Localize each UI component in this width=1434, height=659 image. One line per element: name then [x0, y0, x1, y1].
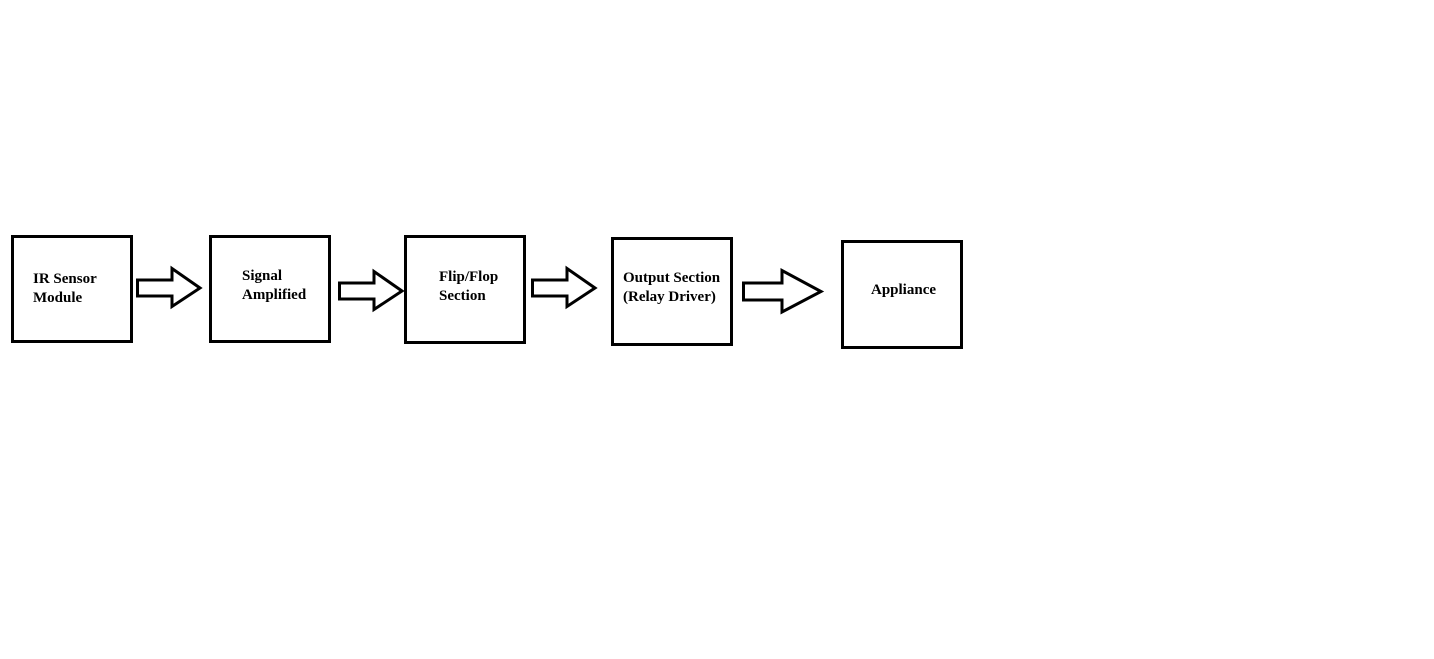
flow-arrow-1: [136, 265, 203, 310]
flow-arrow-2: [338, 268, 405, 313]
flow-arrow-3: [531, 265, 598, 310]
block-label-line: Section: [439, 288, 486, 304]
block-label-line: Output Section: [623, 270, 721, 286]
block-flip-flop-section: [404, 235, 526, 344]
flow-arrow-4: [742, 267, 825, 315]
block-label-line: Module: [33, 290, 83, 306]
block-label-line: Amplified: [242, 287, 307, 303]
block-label-line: Flip/Flop: [439, 269, 499, 285]
block-label-line: Appliance: [871, 282, 937, 298]
block-appliance: [841, 240, 963, 349]
block-ir-sensor-module: [11, 235, 133, 343]
block-signal-amplified-label: Signal Amplified: [242, 267, 306, 305]
block-output-section: [611, 237, 733, 346]
block-label-line: (Relay Driver): [623, 289, 716, 305]
block-appliance-label: Appliance: [871, 281, 936, 300]
block-label-line: IR Sensor: [33, 271, 97, 287]
block-signal-amplified: [209, 235, 331, 343]
block-label-line: Signal: [242, 268, 283, 284]
block-flip-flop-section-label: Flip/Flop Section: [439, 268, 498, 306]
block-output-section-label: Output Section (Relay Driver): [623, 269, 720, 307]
block-ir-sensor-module-label: IR Sensor Module: [33, 270, 97, 308]
